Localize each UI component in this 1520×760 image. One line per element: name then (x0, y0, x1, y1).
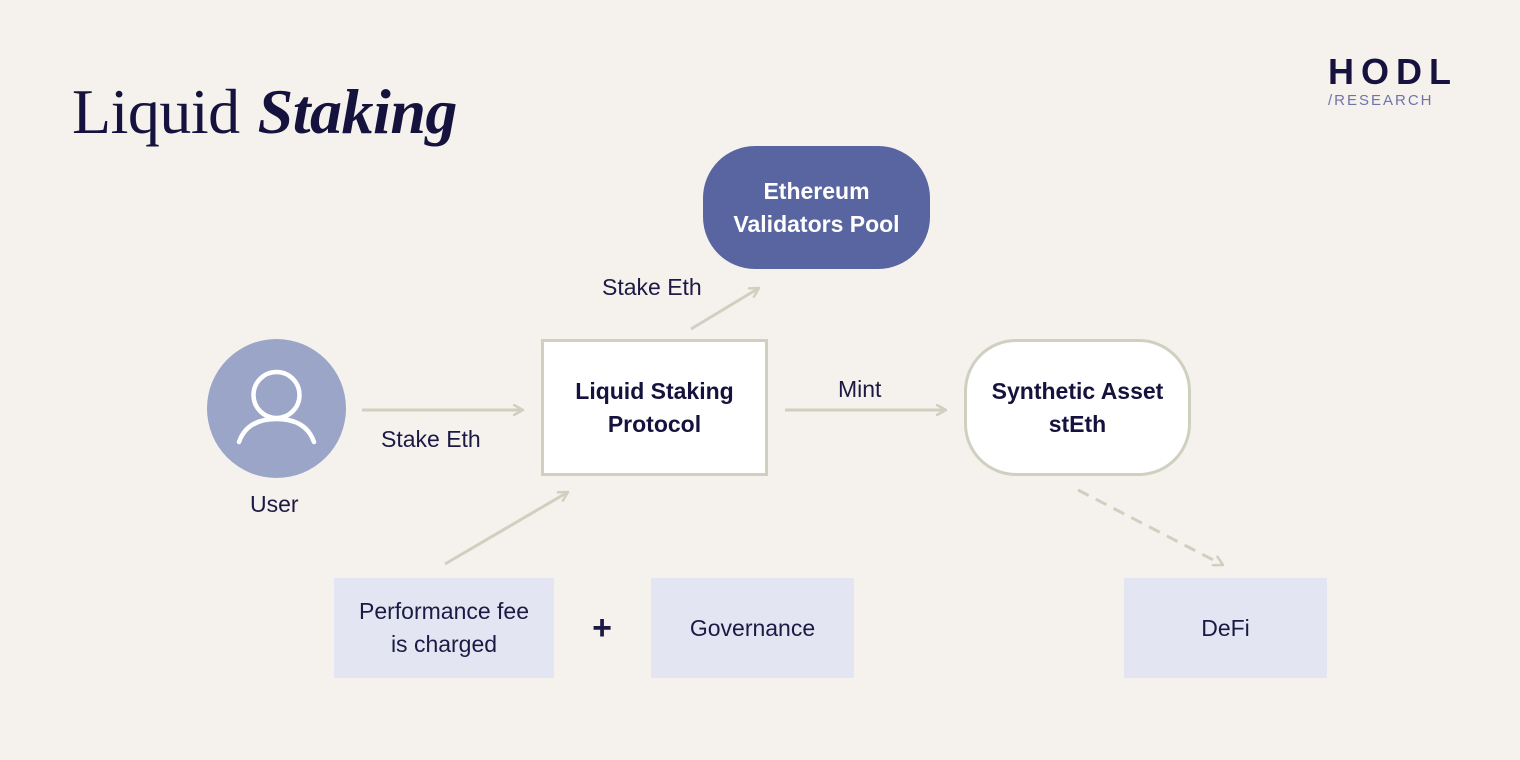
synthetic-asset-node: Synthetic Asset stEth (964, 339, 1191, 476)
arrow-protocol-to-validators (690, 286, 759, 331)
protocol-line-1: Liquid Staking (575, 377, 734, 404)
synthetic-line-2: stEth (1048, 410, 1107, 437)
defi-box: DeFi (1124, 578, 1327, 678)
validators-line-2: Validators Pool (733, 210, 900, 237)
edge-label-mint: Mint (838, 376, 882, 402)
synthetic-line-1: Synthetic Asset (991, 377, 1164, 404)
plus-sign: + (592, 609, 612, 647)
governance-box: Governance (651, 578, 854, 678)
title-light: Liquid (72, 76, 240, 147)
edge-label-user-stake: Stake Eth (381, 426, 481, 452)
user-node (207, 339, 346, 478)
edge-label-validators-stake: Stake Eth (602, 274, 702, 300)
arrow-synthetic-to-defi (1077, 488, 1223, 565)
title-strong: Staking (257, 76, 458, 147)
protocol-line-2: Protocol (607, 410, 702, 437)
arrow-fee-to-protocol (444, 490, 568, 566)
validators-pool-node: Ethereum Validators Pool (703, 146, 930, 269)
hodl-logo: HODL /RESEARCH (1328, 51, 1478, 110)
fee-line-1: Performance fee (358, 598, 530, 624)
logo-subtitle: /RESEARCH (1328, 92, 1434, 109)
validators-line-1: Ethereum (763, 177, 870, 204)
user-label: User (250, 491, 299, 517)
user-icon (236, 369, 317, 445)
performance-fee-box: Performance fee is charged (334, 578, 554, 678)
fee-line-2: is charged (390, 631, 498, 657)
liquid-staking-protocol-node: Liquid Staking Protocol (541, 339, 768, 476)
logo-brand: HODL (1328, 51, 1458, 92)
